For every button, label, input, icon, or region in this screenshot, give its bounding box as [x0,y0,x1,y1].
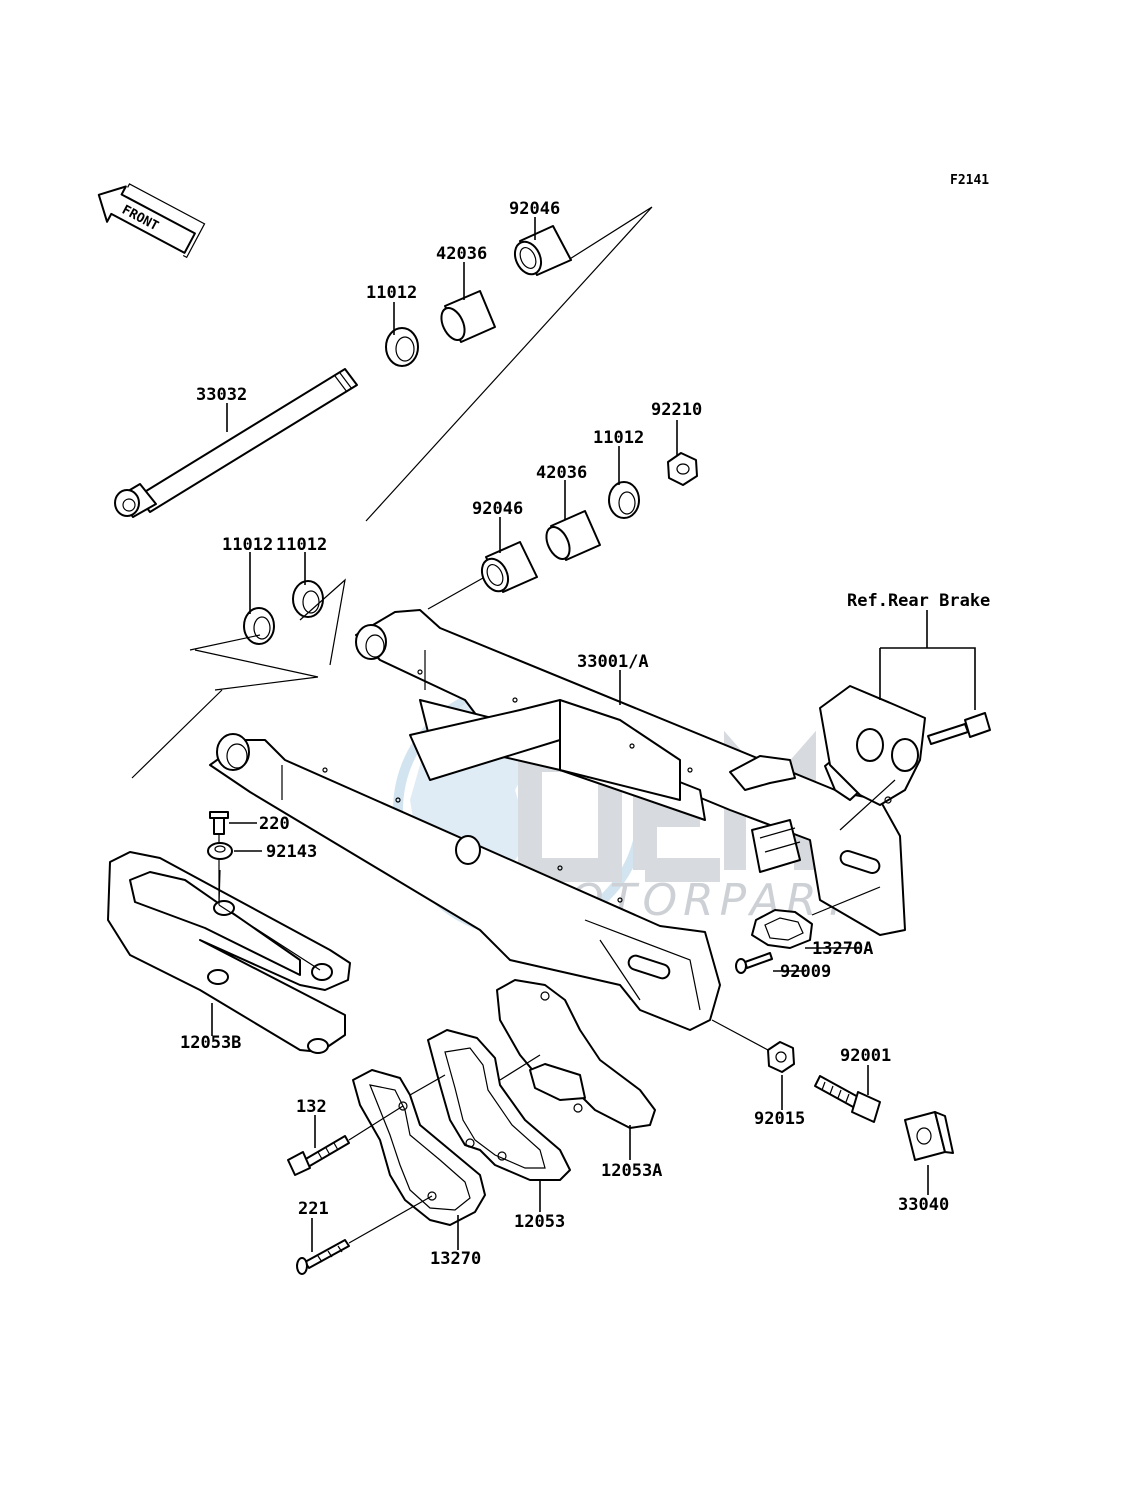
seal-mid [292,580,324,618]
slider-screw [209,811,229,835]
label-11012-top: 11012 [366,283,417,303]
leader-lines [211,217,929,1252]
plate-screw [735,952,773,974]
guide-bolt [814,1075,881,1123]
collar-top [440,290,496,343]
ref-brake-bracket-line [879,610,976,710]
chain-guard-plate [352,1069,486,1226]
label-92143: 92143 [266,842,317,862]
guide-nut [711,1019,795,1073]
ref-rear-brake-note: Ref.Rear Brake [847,591,990,611]
label-221: 221 [298,1199,329,1219]
label-92009: 92009 [780,962,831,982]
label-13270A: 13270A [812,939,873,959]
needle-bearing-top [513,225,572,276]
guide-block [904,1111,954,1161]
label-132: 132 [296,1097,327,1117]
label-33040: 33040 [898,1195,949,1215]
needle-bearing-mid [480,541,538,593]
label-12053A: 12053A [601,1161,662,1181]
slider-collar [207,842,233,860]
label-42036-top: 42036 [436,244,487,264]
label-11012-mid: 11012 [276,535,327,555]
label-92015: 92015 [754,1109,805,1129]
chain-slider [107,851,351,1054]
chain-guide-inner [427,1029,571,1181]
seal-top [385,327,419,367]
label-92046-top: 92046 [509,199,560,219]
seal-right [608,481,640,519]
collar-mid [545,510,601,561]
pivot-nut [667,452,698,486]
seal-left [243,607,275,645]
label-11012-right: 11012 [593,428,644,448]
front-arrow-icon: FRONT [97,183,206,259]
label-92210: 92210 [651,400,702,420]
label-92001: 92001 [840,1046,891,1066]
label-220: 220 [259,814,290,834]
label-12053: 12053 [514,1212,565,1232]
label-92046-mid: 92046 [472,499,523,519]
brake-bolt [927,712,991,745]
chain-adjuster-plate [751,886,881,949]
label-11012-left: 11012 [222,535,273,555]
label-42036-mid: 42036 [536,463,587,483]
explode-lines-pivot [131,577,484,779]
label-12053B: 12053B [180,1033,241,1053]
guide-mount-bolt [287,1105,404,1176]
guard-screw [296,1195,433,1275]
label-33032: 33032 [196,385,247,405]
explode-line-upper [365,206,653,522]
chain-guide-outer [496,979,656,1129]
figure-code: F2141 [950,173,989,188]
label-33001: 33001/A [577,652,649,672]
pivot-shaft [114,368,358,518]
label-13270: 13270 [430,1249,481,1269]
rear-brake-bracket [819,685,926,831]
